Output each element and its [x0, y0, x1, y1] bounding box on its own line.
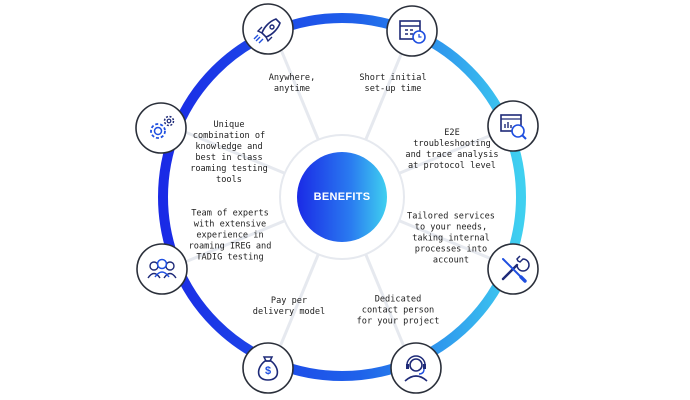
gears-icon-glyph — [150, 115, 175, 139]
rocket-icon-glyph — [253, 18, 281, 44]
headset-agent-icon-glyph — [404, 355, 428, 382]
money-bag-icon: $ — [242, 342, 294, 394]
benefit-label-anywhere: Anywhere, anytime — [268, 73, 316, 94]
segment-divider — [364, 253, 411, 360]
benefit-label-team: Team of experts with extensive experienc… — [188, 208, 272, 263]
segment-dividers — [179, 34, 505, 360]
benefit-label-setup-time: Short initial set-up time — [359, 73, 427, 94]
benefit-label-tailored: Tailored services to your needs, taking … — [407, 211, 495, 266]
headset-agent-icon — [390, 342, 442, 394]
center-disc — [297, 152, 387, 242]
team-icon — [136, 243, 188, 295]
center-title: BENEFITS — [313, 191, 371, 203]
icon-badge — [390, 342, 442, 394]
calendar-clock-icon — [386, 5, 438, 57]
rocket-icon — [242, 3, 294, 55]
segment-divider — [398, 219, 505, 266]
icon-badge — [242, 3, 294, 55]
analysis-window-icon-glyph — [500, 114, 527, 140]
benefit-label-contact-person: Dedicated contact person for your projec… — [356, 294, 440, 327]
wrench-screwdriver-icon — [487, 243, 539, 295]
svg-text:$: $ — [265, 365, 271, 377]
benefit-label-unique: Unique combination of knowledge and best… — [190, 120, 268, 185]
segment-divider — [273, 34, 320, 141]
inner-ring — [279, 134, 405, 260]
segment-divider — [179, 219, 286, 266]
segment-divider — [179, 128, 286, 175]
segment-divider — [398, 128, 505, 175]
benefit-label-e2e: E2E troubleshooting and trace analysis a… — [405, 128, 499, 171]
analysis-window-icon — [487, 100, 539, 152]
money-bag-icon-glyph: $ — [257, 356, 279, 381]
outer-ring — [158, 13, 526, 381]
icon-badge — [386, 5, 438, 57]
benefit-label-pay-per-delivery: Pay per delivery model — [252, 296, 326, 317]
icon-layer: $ — [135, 3, 539, 394]
calendar-clock-icon-glyph — [399, 20, 426, 44]
gears-icon — [135, 102, 187, 154]
segment-divider — [273, 253, 320, 360]
icon-badge — [242, 342, 294, 394]
team-icon-glyph — [147, 258, 177, 279]
wrench-screwdriver-icon-glyph — [501, 255, 530, 283]
